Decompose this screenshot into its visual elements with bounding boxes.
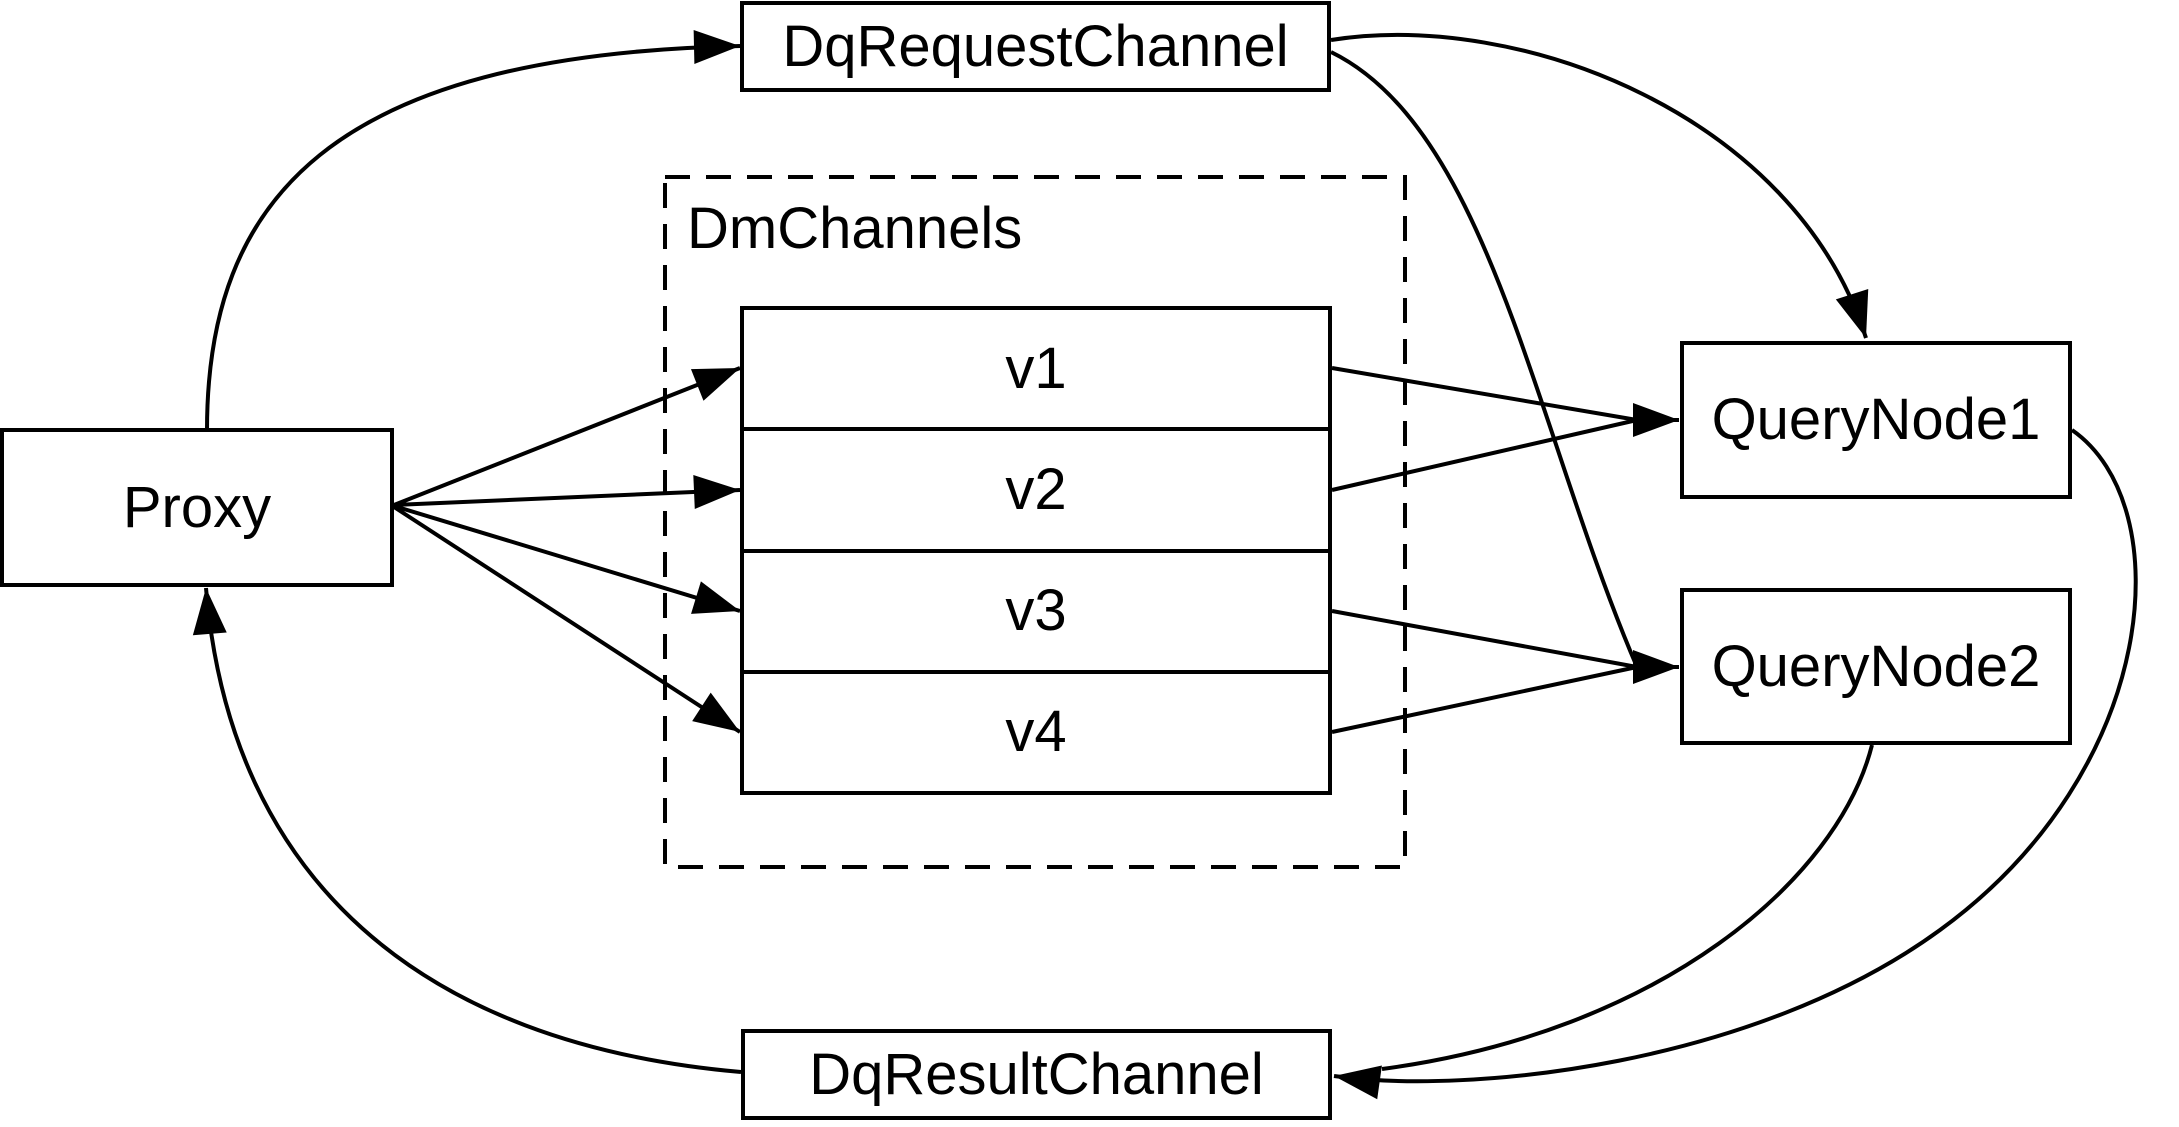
edge-proxy-to-v3 xyxy=(393,504,741,614)
node-v-channel-stack: v1 v2 v3 v4 xyxy=(740,306,1332,795)
edge-v2-to-query-node-1 xyxy=(1331,418,1638,492)
edge-v3-to-query-node-2 xyxy=(1331,609,1638,669)
node-query-node-1-label: QueryNode1 xyxy=(1711,387,2041,452)
node-v2-label: v2 xyxy=(1005,456,1067,522)
edge-v1-to-query-node-1 xyxy=(1331,366,1638,422)
node-v1: v1 xyxy=(744,310,1328,427)
node-dq-result-channel-label: DqResultChannel xyxy=(809,1041,1264,1107)
node-query-node-2-label: QueryNode2 xyxy=(1711,633,2041,699)
node-v3-label: v3 xyxy=(1005,578,1067,644)
dm-channels-dashed-box xyxy=(663,175,1407,869)
node-query-node-1: QueryNode1 xyxy=(1680,341,2072,499)
edge-proxy-to-v1 xyxy=(393,366,741,507)
edge-query-node-1-to-dq-result-channel xyxy=(1333,428,2138,1100)
edge-dq-result-channel-to-proxy xyxy=(192,587,742,1074)
node-v2: v2 xyxy=(744,427,1328,548)
edge-dq-request-channel-to-query-node-1 xyxy=(1330,32,1869,339)
node-dq-request-channel: DqRequestChannel xyxy=(740,1,1331,92)
edge-query-node-2-to-dq-result-channel xyxy=(1381,744,1874,1071)
node-dm-channels-label: DmChannels xyxy=(687,196,1023,261)
node-dq-request-channel-label: DqRequestChannel xyxy=(782,13,1289,79)
edge-v4-to-query-node-2 xyxy=(1331,665,1638,734)
edge-proxy-to-dq-request-channel xyxy=(205,30,741,431)
node-proxy: Proxy xyxy=(0,428,394,587)
node-query-node-2: QueryNode2 xyxy=(1680,588,2072,745)
node-v4-label: v4 xyxy=(1005,699,1067,765)
node-v3: v3 xyxy=(744,548,1328,670)
edge-proxy-to-v4 xyxy=(392,505,742,734)
node-v1-label: v1 xyxy=(1005,335,1067,401)
edge-proxy-to-v2 xyxy=(393,475,741,509)
node-proxy-label: Proxy xyxy=(122,474,272,540)
node-v4: v4 xyxy=(744,669,1328,791)
edge-dq-request-channel-to-query-node-2 xyxy=(1330,50,1639,668)
node-dq-result-channel: DqResultChannel xyxy=(741,1029,1332,1120)
